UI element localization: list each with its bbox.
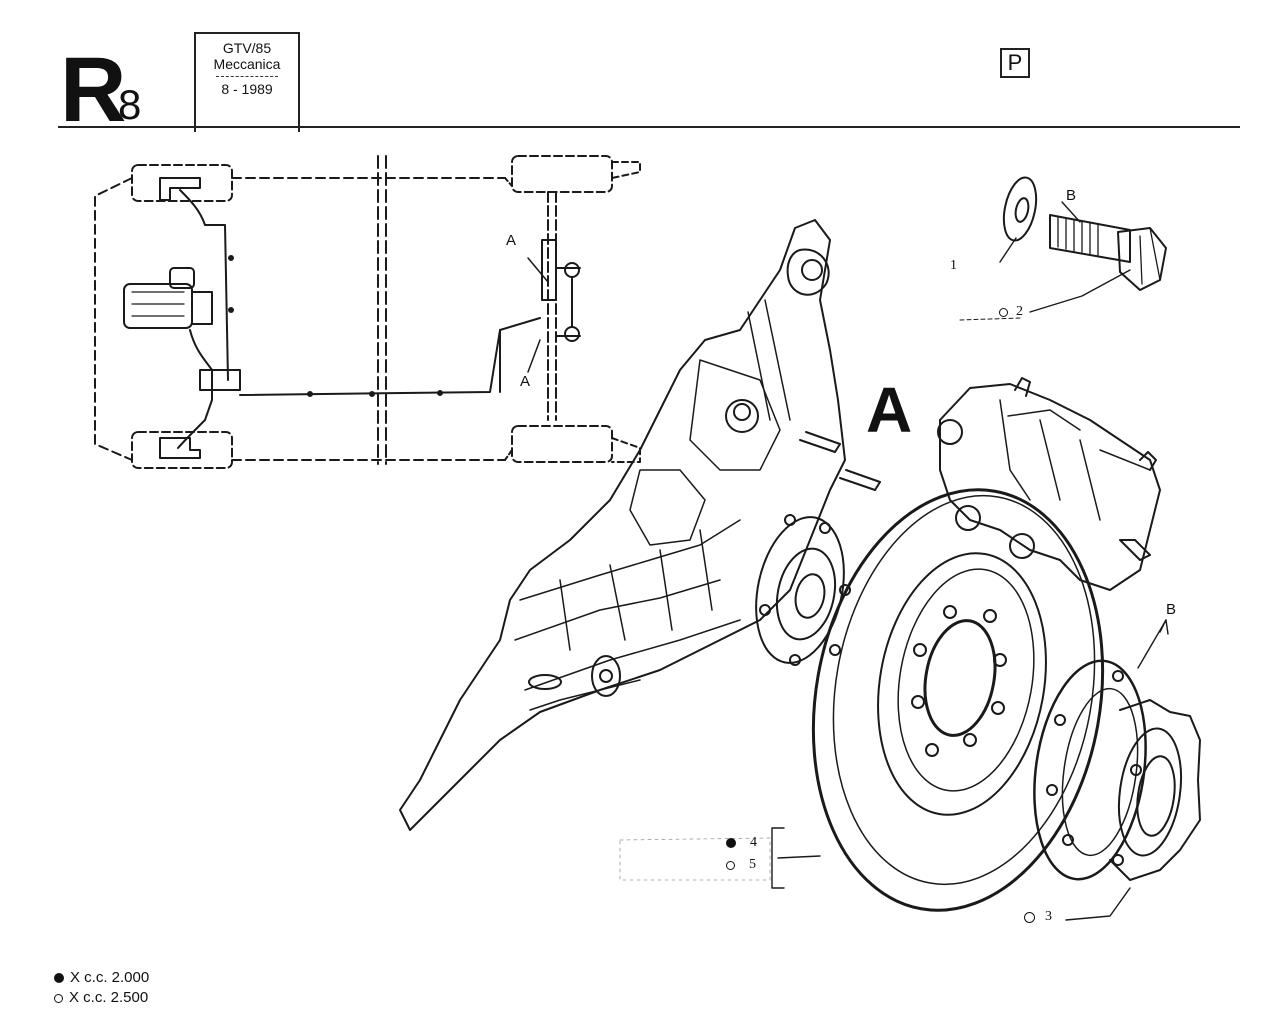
divider — [216, 76, 278, 77]
legend-text: X c.c. 2.500 — [69, 989, 149, 1006]
callout-5: 5 — [726, 858, 756, 872]
overview-label-a-lower: A — [520, 373, 531, 390]
washer-and-bolt — [999, 176, 1167, 313]
section-label: A — [866, 374, 913, 446]
page-code-letter: R — [60, 39, 126, 141]
revision-date: 8 - 1989 — [221, 81, 273, 97]
open-dot-icon — [1024, 911, 1035, 923]
brake-disc — [811, 488, 1105, 912]
filled-dot-icon — [726, 838, 736, 848]
callout-3-number: 3 — [1045, 909, 1052, 924]
leader-lines — [619, 317, 1169, 921]
model-info-box: GTV/85 Meccanica 8 - 1989 — [194, 32, 300, 132]
callout-5-number: 5 — [749, 857, 756, 872]
header-rule — [58, 126, 1240, 128]
legend: X c.c. 2.000 X c.c. 2.500 — [54, 968, 149, 1008]
brake-caliper — [937, 377, 1161, 591]
callout-4-number: 4 — [750, 835, 757, 850]
legend-text: X c.c. 2.000 — [70, 969, 150, 986]
legend-item-2000: X c.c. 2.000 — [54, 968, 149, 988]
bolt-letter-b: B — [1066, 187, 1077, 204]
callout-3: 3 — [1024, 910, 1052, 924]
legend-item-2500: X c.c. 2.500 — [54, 988, 149, 1008]
chassis-overview — [94, 155, 641, 469]
open-dot-icon — [999, 307, 1008, 317]
overview-label-a-upper: A — [506, 232, 517, 249]
open-dot-icon — [54, 993, 63, 1003]
callout-1: 1 — [950, 258, 957, 273]
callout-4: 4 — [726, 836, 757, 850]
page-code-number: 8 — [118, 81, 142, 128]
wheel-hub — [1033, 659, 1201, 881]
hub-letter-b: B — [1166, 601, 1177, 618]
model-name: GTV/85 — [222, 40, 272, 56]
open-dot-icon — [726, 860, 735, 870]
hub-carrier — [399, 219, 881, 831]
callout-2-number: 2 — [1016, 304, 1023, 319]
group-name: Meccanica — [213, 56, 281, 72]
callout-2: 2 — [999, 305, 1023, 319]
p-marker-box: P — [1000, 48, 1030, 78]
filled-dot-icon — [54, 973, 64, 983]
